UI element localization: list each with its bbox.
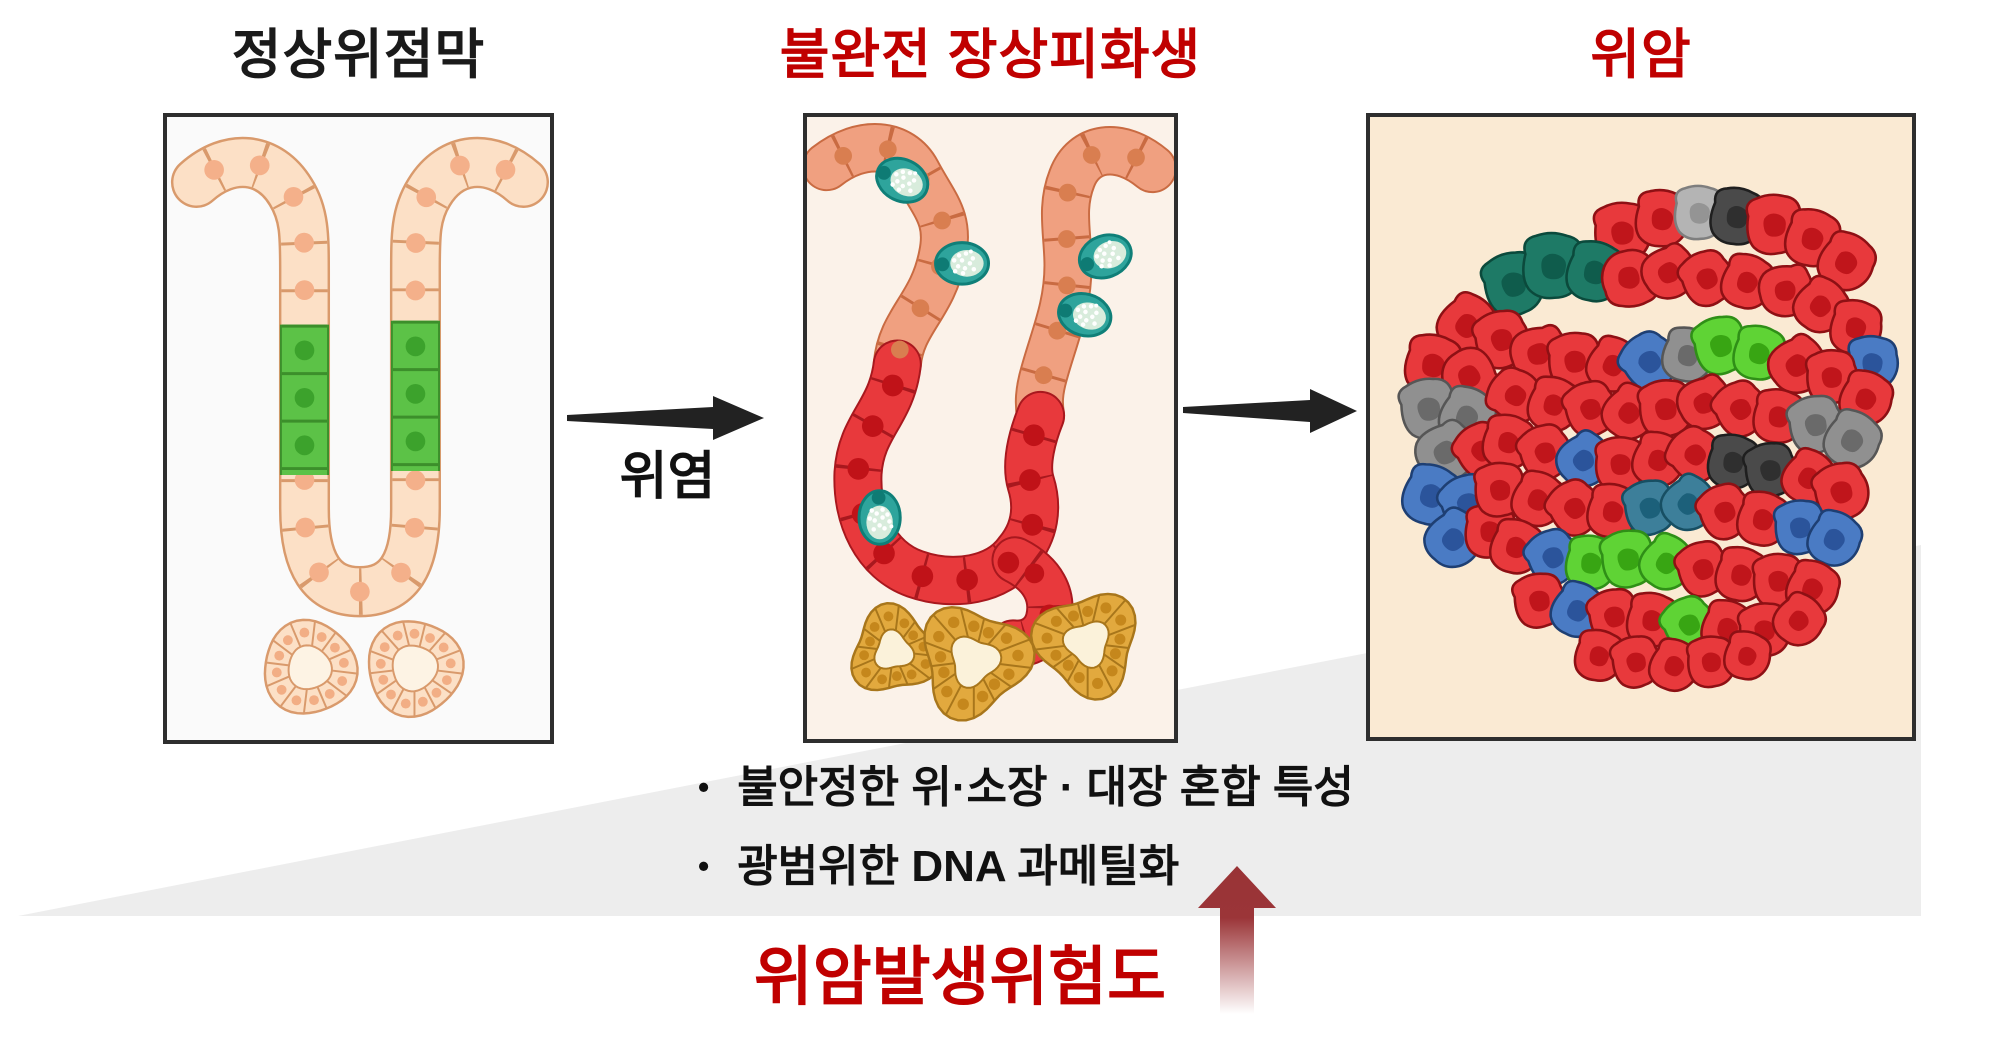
bullet-marker: • bbox=[698, 769, 710, 805]
metaplasia-illustration bbox=[807, 123, 1174, 722]
bullet-text-2: 광범위한 DNA 과메틸화 bbox=[737, 842, 1180, 891]
panel-title-cancer: 위암 bbox=[1590, 25, 1692, 85]
colonic-gland-left bbox=[850, 601, 941, 692]
panel-title-normal: 정상위점막 bbox=[231, 25, 486, 85]
panel-incomplete-intestinal-metaplasia bbox=[803, 113, 1178, 743]
gastric-gland-tube bbox=[170, 136, 550, 618]
gland-cross-section-right bbox=[367, 620, 465, 719]
bullet-item-1: • 불안정한 위·소장 · 대장 혼합 특성 bbox=[698, 760, 1354, 819]
risk-axis-label: 위암발생위험도 bbox=[753, 941, 1167, 1013]
gastritis-arrow-label: 위염 bbox=[619, 448, 716, 506]
colonic-gland-middle bbox=[923, 605, 1036, 722]
characteristics-bullet-list: • 불안정한 위·소장 · 대장 혼합 특성 • 광범위한 DNA 과메틸화 bbox=[698, 760, 1354, 918]
panel-normal-gastric-mucosa bbox=[163, 113, 554, 744]
panel-title-metaplasia: 불완전 장상피화생 bbox=[779, 25, 1202, 85]
stem-cell-zone-right bbox=[390, 320, 441, 472]
colonic-gland-right bbox=[1029, 592, 1137, 701]
normal-gland-illustration bbox=[170, 136, 550, 719]
tumor-cell-mass bbox=[1397, 184, 1900, 693]
goblet-cell-icon bbox=[857, 489, 902, 546]
goblet-cell-icon bbox=[934, 241, 991, 286]
panel-gastric-cancer bbox=[1366, 113, 1916, 741]
gland-cross-section-left bbox=[263, 618, 359, 715]
cancer-illustration bbox=[1397, 184, 1900, 693]
bullet-marker: • bbox=[698, 848, 710, 884]
bullet-text-1: 불안정한 위·소장 · 대장 혼합 특성 bbox=[737, 763, 1354, 812]
stem-cell-zone-left bbox=[279, 324, 330, 475]
metaplastic-gland-strands bbox=[807, 123, 1174, 667]
bullet-item-2: • 광범위한 DNA 과메틸화 bbox=[698, 839, 1354, 898]
